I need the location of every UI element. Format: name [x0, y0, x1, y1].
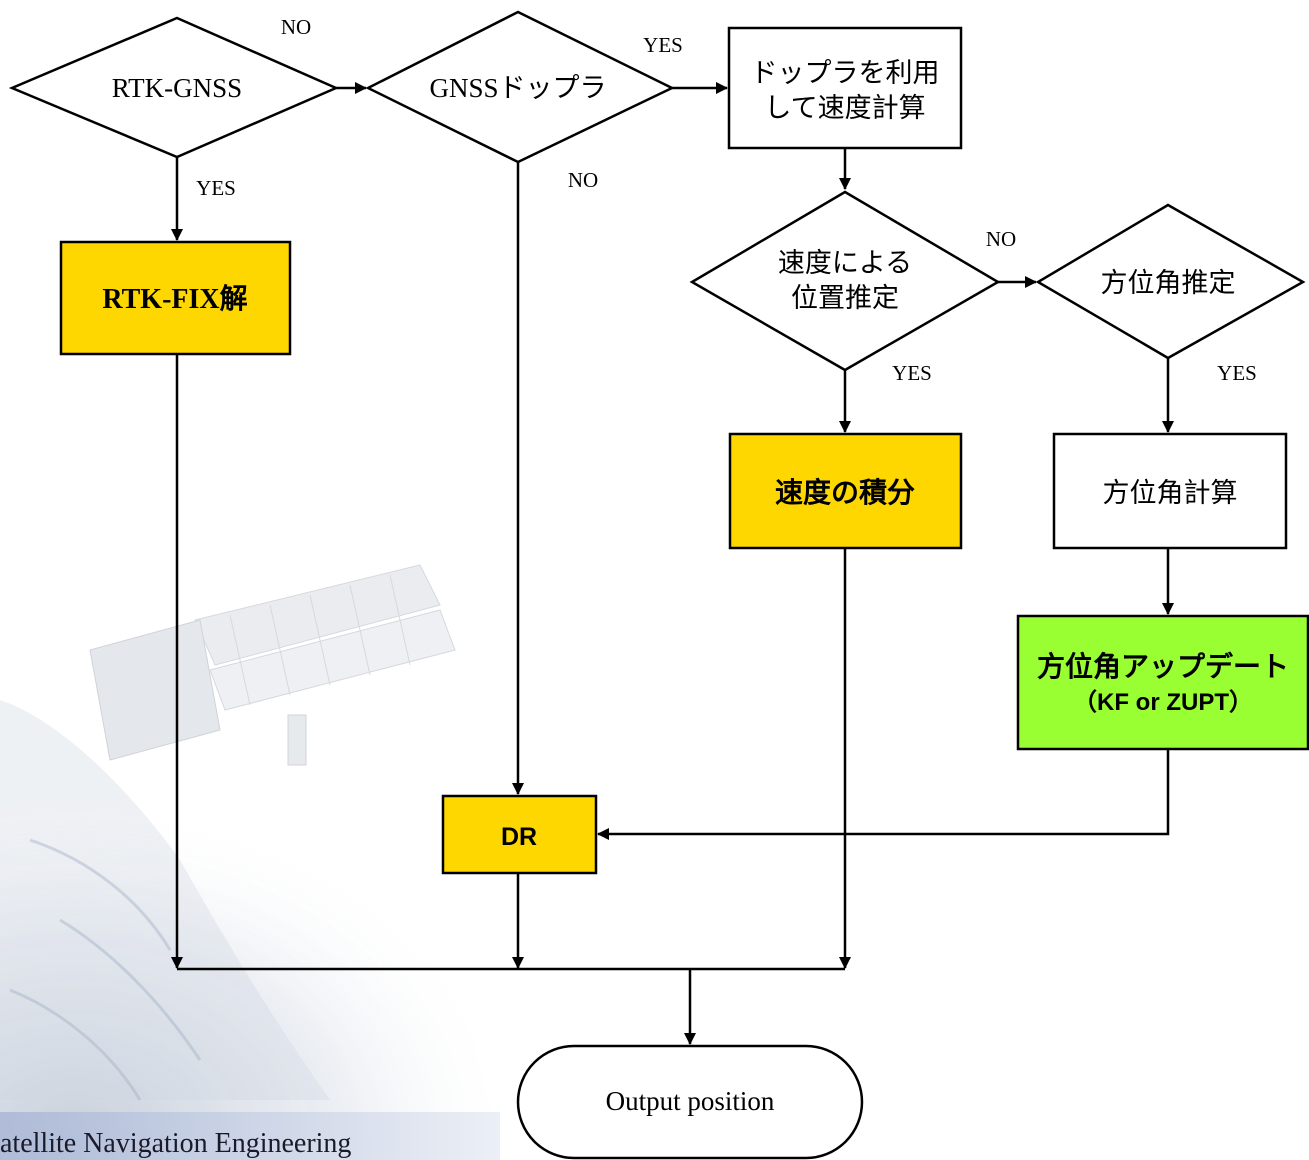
label-yes-velocity: YES — [892, 361, 932, 385]
svg-text:方位角計算: 方位角計算 — [1103, 478, 1238, 509]
decision-rtk-gnss: RTK-GNSS — [8, 16, 340, 159]
svg-text:（KF or ZUPT）: （KF or ZUPT） — [1073, 689, 1253, 716]
svg-text:RTK-FIX解: RTK-FIX解 — [102, 283, 247, 315]
connectors — [171, 82, 1174, 1045]
decision-heading-estimation: 方位角推定 — [1035, 203, 1306, 360]
process-doppler-velocity: ドップラを利用 して速度計算 — [727, 26, 963, 150]
footer-text: atellite Navigation Engineering — [0, 1128, 351, 1159]
label-no-rtk: NO — [281, 15, 311, 39]
process-dr: DR — [441, 794, 598, 875]
svg-text:RTK-GNSS: RTK-GNSS — [112, 73, 242, 103]
svg-text:方位角推定: 方位角推定 — [1101, 268, 1236, 299]
svg-text:ドップラを利用: ドップラを利用 — [751, 58, 940, 89]
label-yes-rtk: YES — [196, 176, 236, 200]
label-no-velocity: NO — [986, 227, 1016, 251]
terminal-output-position: Output position — [516, 1044, 864, 1160]
label-no-doppler: NO — [568, 168, 598, 192]
background-watermark — [0, 700, 500, 1160]
footer: atellite Navigation Engineering — [0, 1112, 500, 1160]
label-yes-doppler: YES — [643, 33, 683, 57]
svg-text:Output position: Output position — [606, 1086, 775, 1116]
svg-text:方位角アップデート: 方位角アップデート — [1037, 650, 1289, 682]
decision-gnss-doppler: GNSSドップラ — [365, 10, 675, 164]
svg-text:位置推定: 位置推定 — [791, 283, 899, 314]
process-heading-update: 方位角アップデート （KF or ZUPT） — [1016, 614, 1309, 751]
svg-text:して速度計算: して速度計算 — [764, 93, 925, 124]
svg-text:速度の積分: 速度の積分 — [775, 477, 915, 508]
edge-labels: NO YES YES NO NO YES YES — [196, 15, 1257, 385]
svg-text:速度による: 速度による — [778, 248, 912, 279]
process-velocity-integration: 速度の積分 — [728, 432, 963, 550]
process-rtk-fix: RTK-FIX解 — [59, 240, 292, 356]
satellite-watermark — [89, 564, 456, 766]
decision-velocity-position: 速度による 位置推定 — [689, 190, 1001, 372]
label-yes-heading: YES — [1217, 361, 1257, 385]
process-heading-calc: 方位角計算 — [1052, 432, 1288, 550]
svg-text:DR: DR — [501, 823, 537, 851]
svg-text:GNSSドップラ: GNSSドップラ — [429, 73, 606, 103]
